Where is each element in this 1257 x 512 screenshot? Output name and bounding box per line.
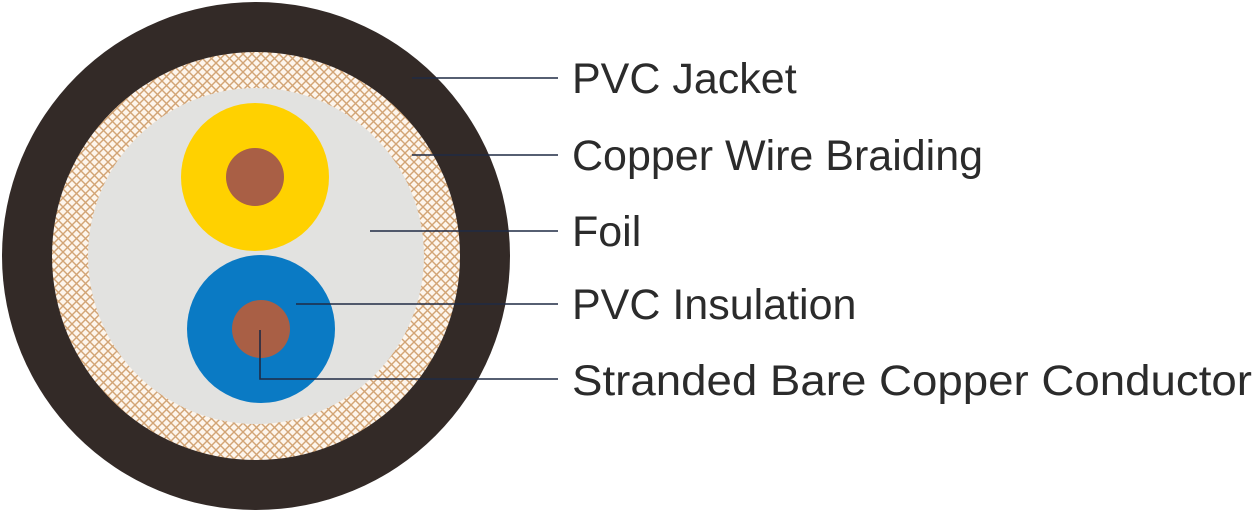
label-copper-wire-braiding: Copper Wire Braiding [572,132,983,180]
callout-labels: PVC Jacket Copper Wire Braiding Foil PVC… [572,55,1252,405]
label-stranded-bare-copper-conductor: Stranded Bare Copper Conductor [572,357,1252,405]
label-foil: Foil [572,208,641,256]
leader-lines [259,77,558,380]
stranded-bare-copper-conductor-yellow-core [226,148,284,206]
cable-cross-section [2,2,510,510]
leader-line-stranded-bare-copper-conductor [259,330,558,380]
label-pvc-insulation: PVC Insulation [572,281,856,329]
stranded-bare-copper-conductor-blue-core [232,300,290,358]
label-pvc-jacket: PVC Jacket [572,55,797,103]
